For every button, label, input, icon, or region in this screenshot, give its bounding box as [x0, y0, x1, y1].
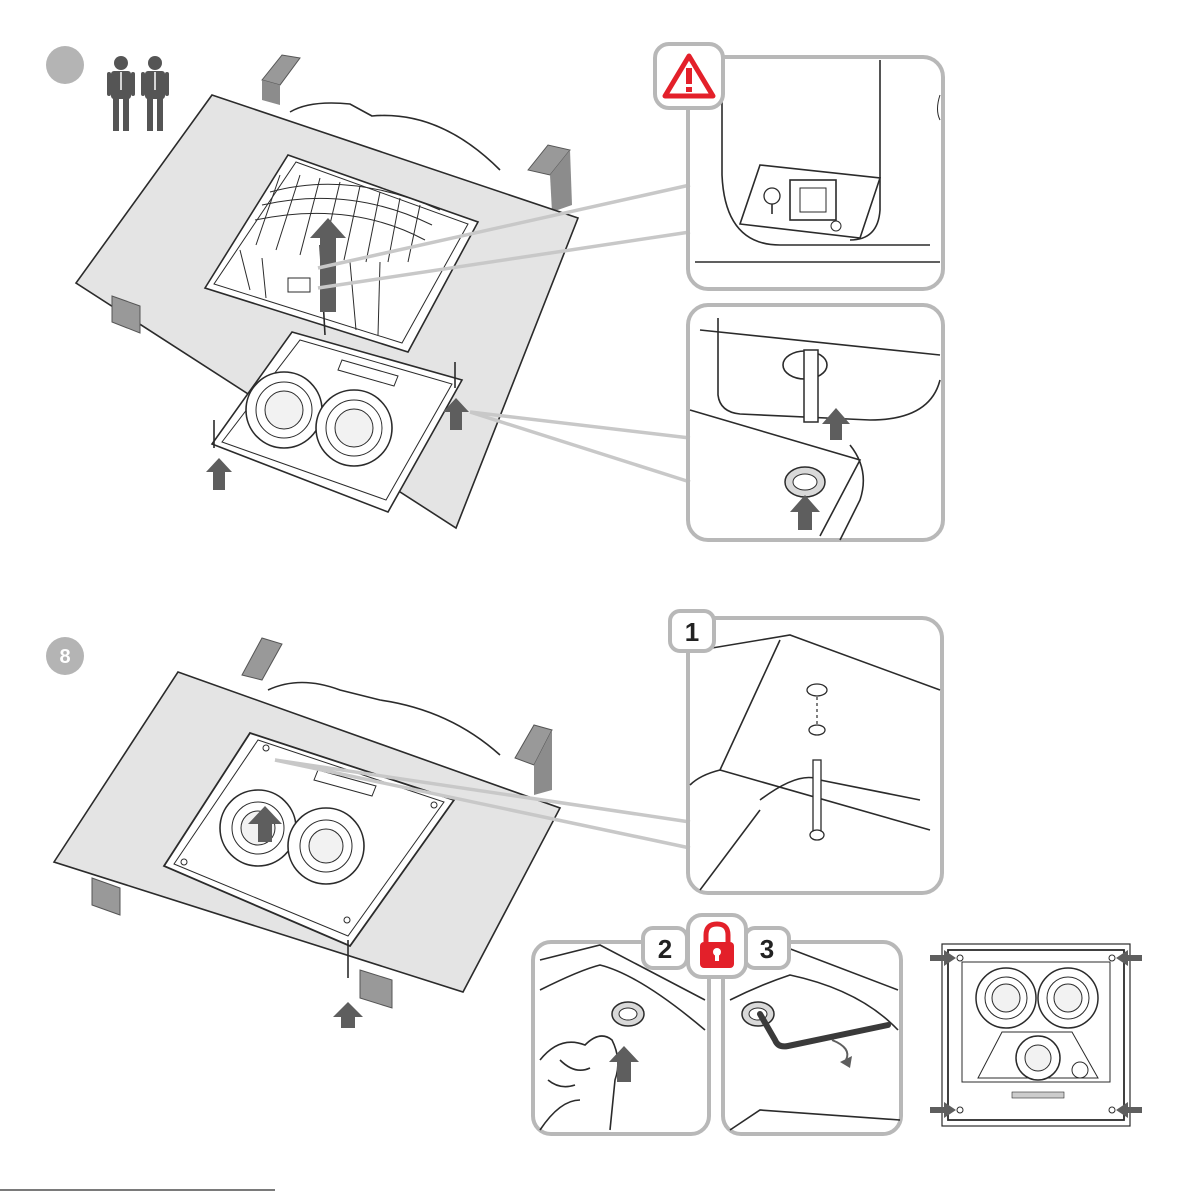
- detail-panel-1: [688, 618, 942, 893]
- detail-panel-warning: [688, 57, 943, 289]
- padlock-icon: [688, 915, 746, 977]
- two-person-icon: [107, 56, 169, 131]
- callout-badge-2: 2: [643, 928, 687, 968]
- speaker-front-view: [942, 944, 1130, 1126]
- up-arrow-icon: [790, 495, 820, 530]
- detail-panel-screw: [688, 305, 943, 540]
- callout-number-3: 3: [760, 934, 774, 964]
- step-7-illustration: [46, 44, 943, 540]
- joist-front-left-8: [92, 878, 120, 915]
- step-badge-top: [46, 46, 84, 84]
- up-arrow-icon: [333, 1002, 363, 1028]
- callout-badge-3: 3: [745, 928, 789, 968]
- up-arrow-icon: [206, 458, 232, 490]
- up-arrow-icon: [822, 408, 850, 440]
- callout-number-2: 2: [658, 934, 672, 964]
- callout-number-1: 1: [685, 617, 699, 647]
- warning-triangle-icon: [655, 44, 723, 108]
- joist-back-left-8: [242, 638, 282, 680]
- up-arrow-icon: [609, 1046, 639, 1082]
- callout-badge-1: 1: [670, 611, 714, 651]
- detail-panel-2: [533, 942, 709, 1134]
- step-8-illustration: 8: [46, 611, 1142, 1134]
- step-number-8: 8: [59, 646, 70, 668]
- step-badge-8: 8: [46, 637, 84, 675]
- joist-front-right-8: [360, 970, 392, 1008]
- detail-panel-3: [723, 942, 901, 1134]
- leader-screw-detail: [470, 412, 690, 482]
